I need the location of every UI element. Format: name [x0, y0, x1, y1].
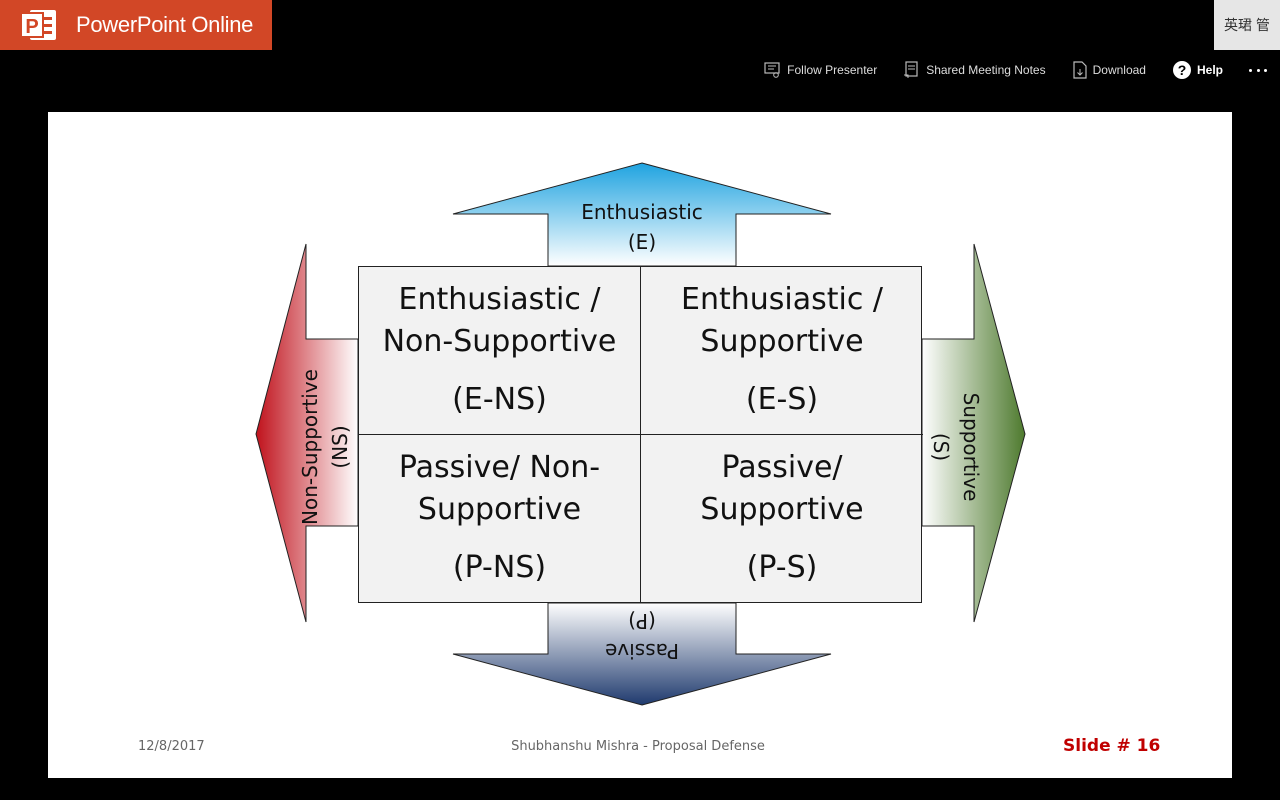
help-icon: ? — [1172, 61, 1191, 79]
svg-text:?: ? — [1178, 62, 1187, 78]
arrow-bottom — [452, 602, 832, 706]
arrow-diagram — [255, 162, 1026, 706]
follow-presenter-label: Follow Presenter — [787, 63, 878, 77]
quadrant-p-ns: Passive/ Non-Supportive (P-NS) — [359, 435, 641, 603]
slide-canvas: Enthusiastic(E) Passive(P) Non-Supportiv… — [48, 112, 1232, 778]
powerpoint-logo-icon: P — [20, 8, 58, 42]
quadrant-e-ns: Enthusiastic /Non-Supportive (E-NS) — [359, 267, 641, 435]
slide-footer-date: 12/8/2017 — [138, 739, 205, 754]
app-title: PowerPoint Online — [76, 12, 254, 37]
viewer-toolbar: Follow Presenter Shared Meeting Notes Do… — [764, 58, 1280, 82]
follow-presenter-icon — [764, 62, 780, 78]
arrow-label-enthusiastic: Enthusiastic(E) — [581, 200, 703, 254]
help-button[interactable]: ? Help — [1172, 60, 1223, 80]
help-label: Help — [1196, 63, 1223, 77]
arrow-label-non-supportive: Non-Supportive(NS) — [298, 369, 352, 525]
quadrant-grid: Enthusiastic /Non-Supportive (E-NS) Enth… — [358, 266, 923, 603]
arrow-label-passive: Passive(P) — [605, 609, 679, 663]
slide-number: Slide # 16 — [1063, 736, 1161, 756]
user-account-button[interactable]: 英珺 管 — [1214, 0, 1280, 50]
quadrant-e-s: Enthusiastic /Supportive (E-S) — [641, 267, 923, 435]
more-options-icon[interactable] — [1249, 68, 1267, 72]
download-button[interactable]: Download — [1072, 61, 1146, 79]
arrow-right — [921, 243, 1026, 623]
follow-presenter-button[interactable]: Follow Presenter — [764, 61, 877, 79]
arrow-label-supportive: Supportive(S) — [929, 392, 983, 502]
shared-meeting-notes-label: Shared Meeting Notes — [926, 63, 1046, 77]
quadrant-p-s: Passive/Supportive (P-S) — [700, 450, 864, 585]
shared-meeting-notes-button[interactable]: Shared Meeting Notes — [903, 61, 1046, 79]
slide-footer-title: Shubhanshu Mishra - Proposal Defense — [511, 739, 765, 754]
download-label: Download — [1092, 63, 1146, 77]
download-icon — [1073, 61, 1087, 79]
meeting-notes-icon — [904, 61, 918, 78]
app-brand[interactable]: P PowerPoint Online — [0, 0, 272, 50]
